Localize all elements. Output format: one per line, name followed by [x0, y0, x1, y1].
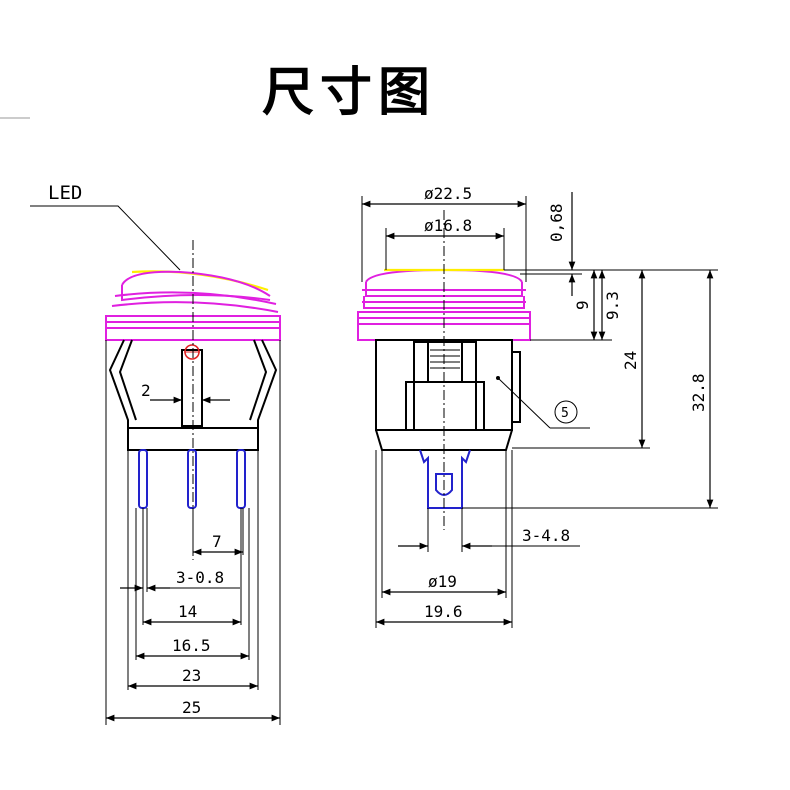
- cap-ridge-1: [121, 285, 271, 302]
- dim-label-dia-16-8: ø16.8: [424, 216, 472, 235]
- dim-label-9-3: 9.3: [603, 291, 622, 320]
- inner-block: [413, 341, 477, 431]
- right-snap-clip-inner: [249, 339, 268, 421]
- contact-block: [405, 381, 485, 431]
- part-5-balloon: [554, 400, 578, 424]
- cap-ridge-3: [111, 301, 279, 313]
- terminal-hole: [435, 473, 453, 496]
- dim-label-3-4-8: 3-4.8: [522, 526, 570, 545]
- terminal-tab: [419, 449, 471, 509]
- dim-label-0-68: 0,68: [547, 203, 566, 242]
- side-latch: [511, 351, 521, 423]
- part-5-leader: [497, 377, 551, 429]
- dim-label-3-0-8: 3-0.8: [176, 568, 224, 587]
- dim-label-24: 24: [621, 351, 640, 370]
- dim-label-dia-22-5: ø22.5: [424, 184, 472, 203]
- dim-label-16-5: 16.5: [172, 636, 211, 655]
- right-terminal: [419, 449, 471, 509]
- led-callout-label: LED: [48, 182, 82, 204]
- dim-label-19-6: 19.6: [424, 602, 463, 621]
- dim-label-23: 23: [182, 666, 201, 685]
- dim-label-14: 14: [178, 602, 197, 621]
- cap-top-outline: [121, 270, 271, 297]
- cap-ridge-2: [114, 291, 277, 305]
- right-housing: [375, 339, 521, 451]
- dim-label-7: 7: [212, 532, 222, 551]
- right-front-view: 5 ø22.5 ø16.8 0,68 9: [357, 184, 718, 628]
- left-snap-clip-inner: [118, 339, 137, 421]
- terminal-pin: [236, 449, 246, 509]
- drawing-title: 尺寸图: [262, 62, 437, 123]
- led-leader-line: [30, 205, 181, 271]
- actuator-stem: [181, 349, 203, 427]
- dim-label-9: 9: [573, 300, 592, 310]
- terminal-pin: [187, 449, 197, 509]
- terminal-pin: [138, 449, 148, 509]
- part-5-label: 5: [561, 406, 569, 421]
- left-terminals: [138, 449, 246, 509]
- dim-label-2: 2: [141, 381, 151, 400]
- dim-label-dia-19: ø19: [428, 572, 457, 591]
- left-side-view: LED: [30, 182, 281, 725]
- dim-label-32-8: 32.8: [689, 373, 708, 412]
- dim-label-25: 25: [182, 698, 201, 717]
